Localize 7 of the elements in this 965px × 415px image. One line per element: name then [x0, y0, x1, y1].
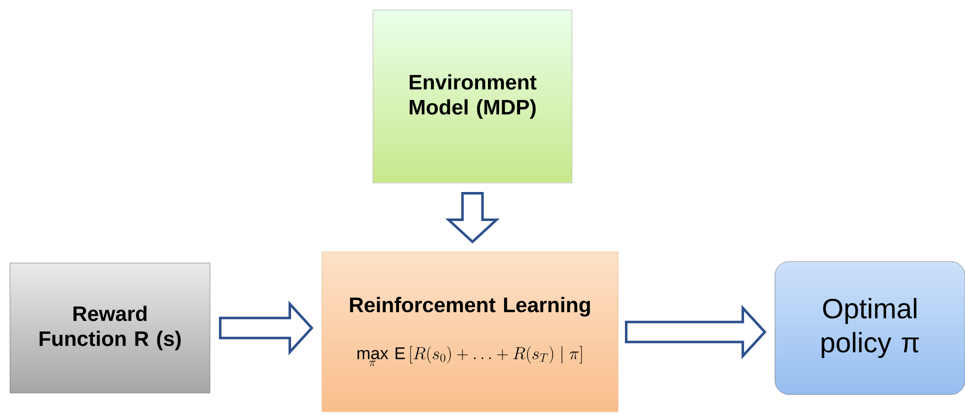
policy-box: Optimal policy π	[774, 261, 965, 395]
model-box: Environment Model (MDP)	[372, 10, 572, 184]
block-arrow	[445, 192, 500, 244]
block-arrow	[218, 300, 314, 356]
block-arrow	[624, 304, 767, 360]
learning-box: Reinforcement Learning $\max_{\pi}\, \mathrm{E}\left[R(s_0)+\ldots+R(s_T)\mid \pi\right]$	[322, 252, 618, 412]
reward-box: Reward Function R (s)	[10, 262, 210, 394]
